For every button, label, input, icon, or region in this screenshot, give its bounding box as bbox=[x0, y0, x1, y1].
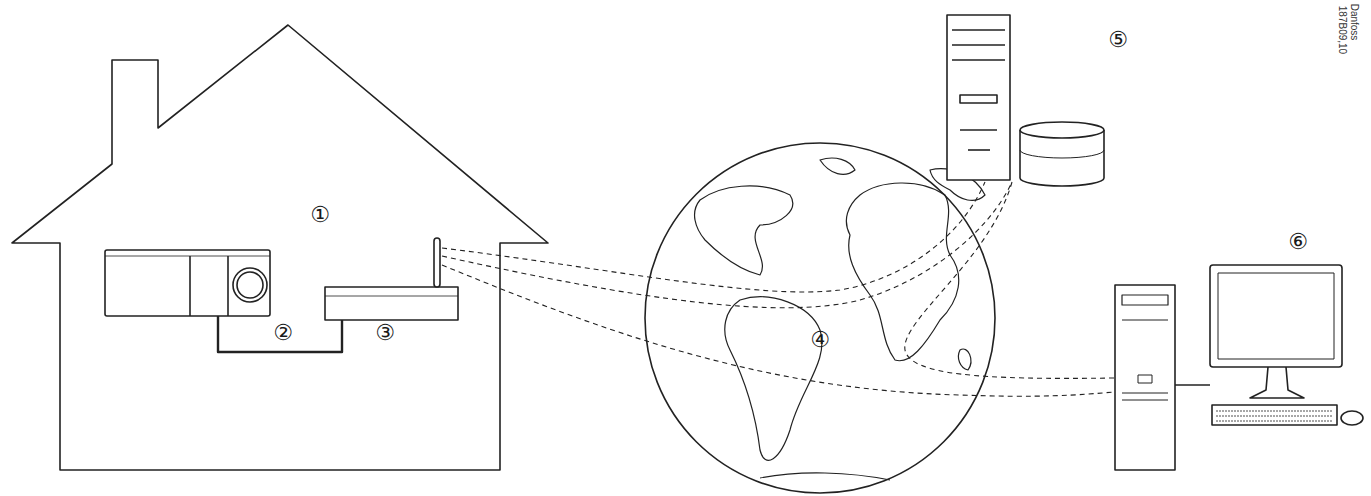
figure-code: 187B09,10 bbox=[1337, 6, 1347, 54]
globe bbox=[645, 143, 995, 493]
callout-number: ⑤ bbox=[1108, 29, 1128, 51]
callout-number: ⑥ bbox=[1288, 231, 1308, 253]
cable bbox=[218, 316, 342, 352]
brand-mark: Danfoss bbox=[1349, 4, 1359, 41]
callout-number: ② bbox=[273, 322, 293, 344]
house-outline bbox=[12, 25, 548, 470]
server bbox=[947, 15, 1104, 186]
callout-number: ④ bbox=[810, 329, 830, 351]
callout-number: ① bbox=[310, 204, 330, 226]
network-links bbox=[442, 182, 1114, 396]
computer bbox=[1115, 265, 1363, 470]
callout-number: ③ bbox=[375, 322, 395, 344]
router bbox=[325, 238, 458, 320]
controller bbox=[105, 250, 270, 316]
